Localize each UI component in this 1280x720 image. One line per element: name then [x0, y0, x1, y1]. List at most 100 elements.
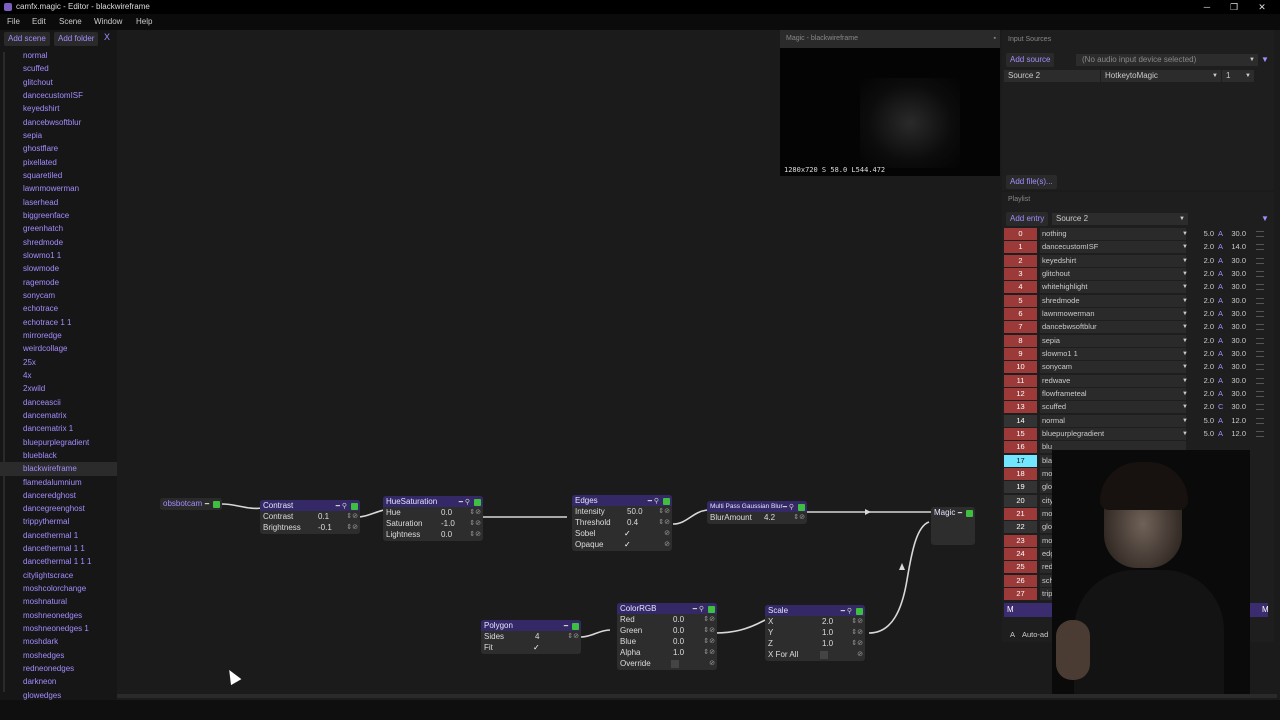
playlist-index[interactable]: 1 [1004, 241, 1037, 254]
param-sobel[interactable]: Sobel✓⊘ [572, 528, 672, 539]
auto-advance-row[interactable]: A Auto-ad [1004, 630, 1084, 642]
playlist-entry-name[interactable]: whitehighlight [1040, 281, 1186, 294]
param-value[interactable]: -1.0 [441, 519, 455, 528]
playlist-duration[interactable]: 2.0 [1203, 282, 1214, 292]
playlist-index[interactable]: 4 [1004, 281, 1037, 294]
menu-help[interactable]: Help [136, 17, 153, 26]
playlist-index[interactable]: 13 [1004, 401, 1037, 414]
node-controls[interactable]: ━ ⚲ [459, 497, 481, 508]
xforall-checkbox[interactable] [820, 651, 828, 659]
enable-icon[interactable] [213, 500, 220, 508]
playlist-value[interactable]: 30.0 [1231, 402, 1246, 412]
param-xforall[interactable]: X For All⊘ [765, 649, 865, 660]
playlist-entry-name[interactable]: bluepurplegradient [1040, 427, 1186, 440]
scene-item[interactable]: biggreenface [23, 210, 70, 220]
scene-item[interactable]: sepia [23, 130, 43, 140]
playlist-entry-name[interactable]: flowframeteal [1040, 387, 1186, 400]
scene-item[interactable]: danceredghost [23, 490, 76, 500]
drag-handle-icon[interactable] [1256, 231, 1264, 237]
playlist-mode[interactable]: A [1218, 388, 1224, 398]
scene-item[interactable]: keyedshirt [23, 104, 60, 114]
scene-item[interactable]: slowmo1 1 [23, 250, 62, 260]
playlist-value[interactable]: 30.0 [1231, 268, 1246, 278]
scene-item[interactable]: moshnatural [23, 597, 68, 607]
drag-handle-icon[interactable] [1256, 257, 1264, 264]
footer-m-right-label[interactable]: M [1262, 605, 1269, 614]
node-controls[interactable]: ━ ⚲ [648, 496, 670, 507]
param-opaque[interactable]: Opaque✓⊘ [572, 539, 672, 550]
playlist-source-select[interactable]: Source 2 ▼ [1052, 213, 1188, 225]
close-scene-panel-button[interactable]: X [104, 32, 111, 42]
playlist-mode[interactable]: A [1218, 322, 1224, 332]
drag-handle-icon[interactable] [1256, 337, 1264, 344]
playlist-value[interactable]: 30.0 [1231, 229, 1246, 238]
playlist-entry-name[interactable]: dancebwsoftblur [1040, 321, 1186, 334]
scene-item[interactable]: moshedges [23, 650, 65, 660]
drag-handle-icon[interactable] [1256, 297, 1264, 304]
playlist-value[interactable]: 12.0 [1231, 428, 1246, 438]
spinner-icon[interactable]: ⊘ [664, 530, 670, 537]
playlist-index[interactable]: 8 [1004, 334, 1037, 347]
playlist-index[interactable]: 25 [1004, 561, 1037, 574]
scene-item[interactable]: 2xwild [23, 384, 46, 394]
node-controls[interactable]: ━ ⚲ [841, 606, 863, 617]
chevron-down-icon[interactable]: ▼ [1182, 417, 1188, 424]
playlist-index[interactable]: 10 [1004, 361, 1037, 374]
param-value[interactable]: 0.0 [673, 615, 685, 624]
drag-handle-icon[interactable] [1256, 377, 1264, 384]
scene-list-scrollbar[interactable] [3, 52, 5, 692]
spinner-icon[interactable]: ⇕⊘ [703, 638, 715, 645]
drag-handle-icon[interactable] [1256, 364, 1264, 371]
menu-edit[interactable]: Edit [32, 17, 46, 26]
spinner-icon[interactable]: ⇕⊘ [469, 531, 481, 538]
playlist-mode[interactable]: A [1218, 282, 1224, 292]
scene-item[interactable]: greenhatch [23, 224, 64, 234]
playlist-index[interactable]: 19 [1004, 481, 1037, 494]
scene-item[interactable]: darkneon [23, 677, 57, 687]
playlist-index[interactable]: 0 [1004, 228, 1037, 240]
playlist-value[interactable]: 12.0 [1231, 415, 1246, 425]
scene-item[interactable]: squaretiled [23, 170, 63, 180]
playlist-index[interactable]: 14 [1004, 414, 1037, 427]
scene-item[interactable]: scuffed [23, 64, 49, 74]
fit-checkbox[interactable]: ✓ [533, 643, 540, 652]
playlist-index[interactable]: 21 [1004, 507, 1037, 520]
node-obsbotcam[interactable]: obsbotcam ━ [160, 498, 222, 510]
spinner-icon[interactable]: ⇕⊘ [658, 519, 670, 526]
scene-item[interactable]: sonycam [23, 290, 56, 300]
param-value[interactable]: 1.0 [822, 628, 834, 637]
node-magic[interactable]: Magic ━ [931, 507, 975, 545]
opaque-checkbox[interactable]: ✓ [624, 540, 631, 549]
playlist-value[interactable]: 30.0 [1231, 375, 1246, 385]
playlist-index[interactable]: 12 [1004, 387, 1037, 400]
playlist-mode[interactable]: A [1218, 268, 1224, 278]
chevron-down-icon[interactable]: ▼ [1182, 284, 1188, 291]
playlist-index[interactable]: 3 [1004, 267, 1037, 280]
spinner-icon[interactable]: ⇕⊘ [469, 520, 481, 527]
playlist-mode[interactable]: A [1218, 255, 1224, 265]
playlist-entry-name[interactable]: lawnmowerman [1040, 307, 1186, 320]
scene-item[interactable]: lawnmowerman [23, 184, 80, 194]
dropdown-arrow-icon[interactable]: ▼ [1261, 55, 1269, 64]
playlist-index[interactable]: 20 [1004, 494, 1037, 507]
menu-scene[interactable]: Scene [59, 17, 82, 26]
enable-icon[interactable] [351, 502, 358, 510]
scene-item[interactable]: moshneonedges [23, 610, 83, 620]
node-header[interactable]: obsbotcam ━ [160, 498, 222, 509]
param-fit[interactable]: Fit✓ [481, 642, 581, 653]
playlist-mode[interactable]: A [1218, 308, 1224, 318]
node-header[interactable]: Edges ━ ⚲ [572, 495, 672, 506]
